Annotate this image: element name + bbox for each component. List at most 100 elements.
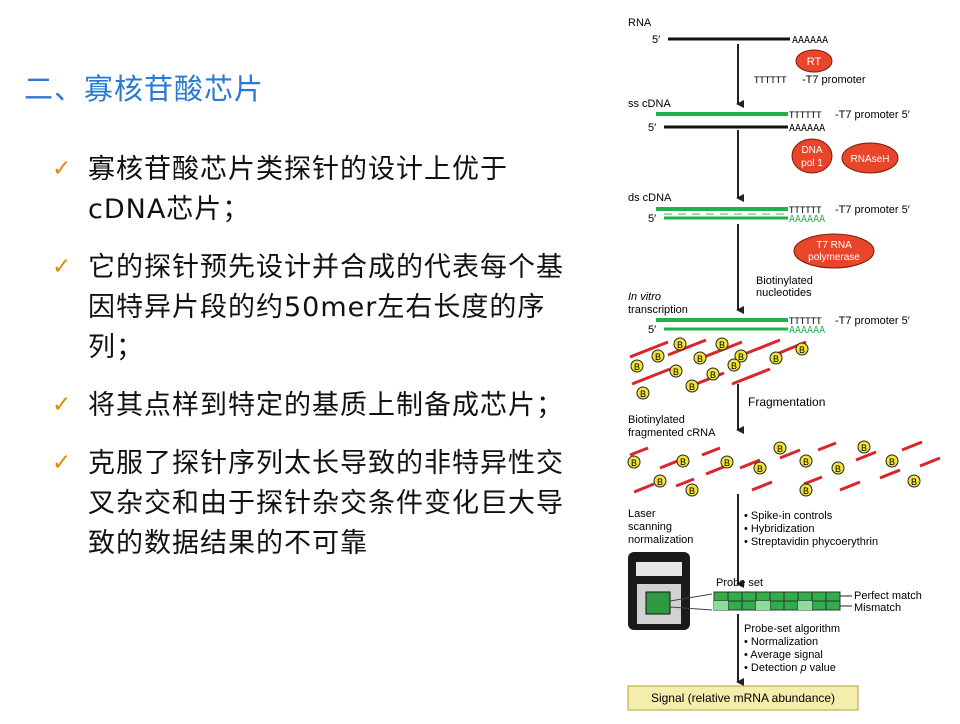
svg-text:B: B [657,477,663,487]
ivt-label: In vitro [628,291,661,303]
biotin-frag-label: Biotinylated [628,414,685,426]
svg-text:B: B [773,354,779,364]
signal-label: Signal (relative mRNA abundance) [651,691,835,705]
workflow-figure: RNA 5′ AAAAAA RT TTTTTT -T7 promoter ss … [612,0,960,720]
biotin-icon: B [636,386,650,400]
biotin-icon: B [651,349,665,363]
laser-label: scanning [628,521,672,533]
bullet-item: ✓ 克服了探针序列太长导致的非特异性交叉杂交和由于探针杂交条件变化巨大导致的数据… [52,444,592,564]
biotin-nucleotides-label: Biotinylated [756,275,813,287]
rnaseh-enzyme-icon [841,142,899,174]
svg-text:B: B [724,458,730,468]
five-prime-label: 5′ [648,213,656,225]
svg-text:B: B [757,464,763,474]
dna-pol-enzyme-icon [791,138,833,174]
poly-a-label: AAAAAA [792,35,828,46]
svg-text:B: B [738,352,744,362]
svg-text:B: B [677,340,683,350]
biotin-icon: B [715,337,729,351]
svg-text:B: B [799,345,805,355]
biotin-icon: B [727,358,741,372]
biotin-icon: B [885,454,899,468]
checkmark-icon: ✓ [52,254,72,280]
biotin-icon: B [685,483,699,497]
poly-a-label: AAAAAA [789,214,825,225]
fragmentation-label: Fragmentation [748,395,825,409]
poly-t-label: TTTTTT [789,317,822,327]
psa-title: Probe-set algorithm [744,623,840,635]
svg-text:B: B [777,444,783,454]
svg-text:B: B [680,457,686,467]
bullet-text: 寡核苷酸芯片类探针的设计上优于cDNA芯片； [88,154,508,225]
signal-box [627,685,859,711]
rt-enzyme-icon [795,49,833,73]
psa-step: • Average signal [744,649,823,661]
biotin-icon: B [673,337,687,351]
bullet-text: 将其点样到特定的基质上制备成芯片； [88,390,564,421]
biotin-icon: B [630,359,644,373]
svg-text:B: B [719,340,725,350]
bullet-text: 它的探针预先设计并合成的代表每个基因特异片段的约50mer左右长度的序列； [88,252,564,363]
svg-text:B: B [835,464,841,474]
svg-text:B: B [631,458,637,468]
biotin-icon: B [769,351,783,365]
five-prime-label: 5′ [648,122,656,134]
laser-label: Laser [628,508,656,520]
checkmark-icon: ✓ [52,156,72,182]
biotin-icon: B [857,440,871,454]
rt-label: RT [807,56,822,68]
t7-promoter-label: -T7 promoter [802,74,866,86]
poly-a-label: AAAAAA [789,123,825,134]
mismatch-label: Mismatch [854,602,901,614]
dna-pol-label: pol 1 [801,158,823,169]
svg-text:B: B [861,443,867,453]
biotin-icon: B [669,364,683,378]
bullet-text: 克服了探针序列太长导致的非特异性交叉杂交和由于探针杂交条件变化巨大导致的数据结果… [88,448,564,559]
svg-text:B: B [640,389,646,399]
svg-text:B: B [710,370,716,380]
svg-text:B: B [803,486,809,496]
poly-t-label: TTTTTT [789,206,822,216]
biotin-icon: B [907,474,921,488]
t7-promoter-5-label: -T7 promoter 5′ [835,315,910,327]
zoom-line [669,606,713,611]
biotin-icon: B [685,379,699,393]
svg-text:B: B [911,477,917,487]
perfect-match-label: Perfect match [854,590,922,602]
slide-title: 二、寡核苷酸芯片 [24,72,265,106]
biotin-icon: B [831,461,845,475]
bullet-item: ✓ 它的探针预先设计并合成的代表每个基因特异片段的约50mer左右长度的序列； [52,248,592,368]
probe-set-label: Probe set [716,577,763,589]
ss-cdna-label: ss cDNA [628,98,671,110]
five-prime-label: 5′ [652,34,660,46]
checkmark-icon: ✓ [52,392,72,418]
checkmark-icon: ✓ [52,450,72,476]
t7-polymerase-enzyme-icon [793,233,875,269]
svg-text:B: B [731,361,737,371]
probe-array [713,591,841,611]
hyb-step: • Spike-in controls [744,510,833,522]
bullet-list: ✓ 寡核苷酸芯片类探针的设计上优于cDNA芯片； ✓ 它的探针预先设计并合成的代… [52,150,592,582]
svg-text:B: B [803,457,809,467]
bullet-item: ✓ 将其点样到特定的基质上制备成芯片； [52,386,592,426]
biotin-icon: B [627,455,641,469]
biotin-icon: B [799,454,813,468]
svg-text:B: B [689,382,695,392]
bullet-item: ✓ 寡核苷酸芯片类探针的设计上优于cDNA芯片； [52,150,592,230]
psa-step: • Normalization [744,636,818,648]
dna-pol-label: DNA [801,145,822,156]
svg-text:B: B [655,352,661,362]
biotin-icon: B [753,461,767,475]
svg-text:B: B [673,367,679,377]
hyb-step: • Streptavidin phycoerythrin [744,536,878,548]
biotin-frag-label: fragmented cRNA [628,427,716,439]
biotin-icon: B [773,441,787,455]
psa-step: • Detection p value [744,662,836,674]
svg-text:B: B [634,362,640,372]
biotin-icon: B [734,349,748,363]
zoom-line [669,593,713,602]
workflow-diagram: RNA 5′ AAAAAA RT TTTTTT -T7 promoter ss … [627,17,941,711]
biotin-icon: B [720,455,734,469]
hyb-step: • Hybridization [744,523,815,535]
